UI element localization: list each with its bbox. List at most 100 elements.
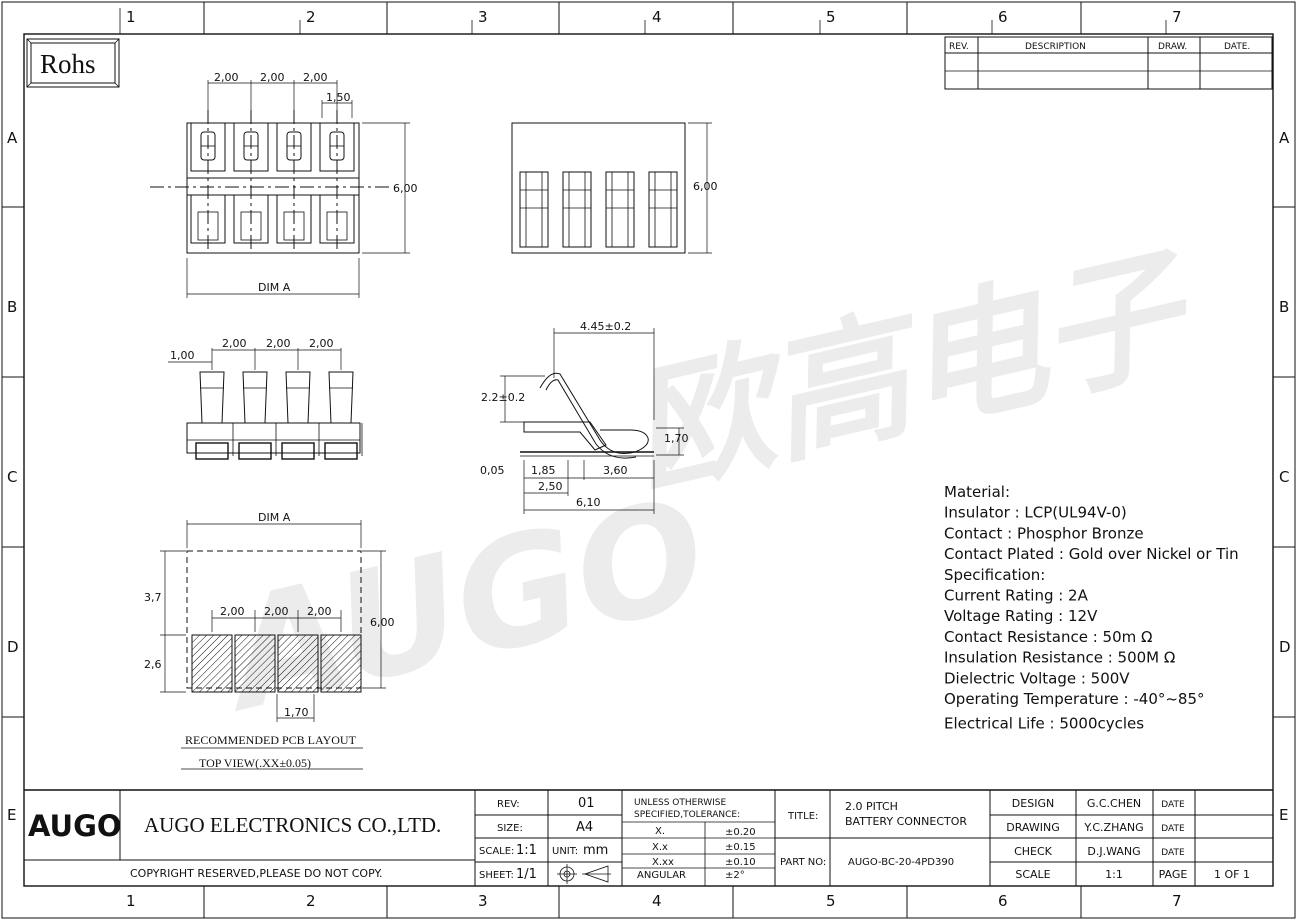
tol-angular-value: ±2° xyxy=(725,870,745,881)
spec-line: Voltage Rating : 12V xyxy=(944,607,1098,625)
top-view-drawing xyxy=(150,80,410,298)
spec-line: Operating Temperature : -40°~85° xyxy=(944,690,1205,708)
col-label-4-bottom: 4 xyxy=(652,892,662,910)
front-pitch-2: 2,00 xyxy=(266,337,291,350)
spec-line: Insulator : LCP(UL94V-0) xyxy=(944,504,1127,522)
spec-line: Current Rating : 2A xyxy=(944,587,1089,605)
spec-line: Insulation Resistance : 500M Ω xyxy=(944,649,1175,667)
sign-cell: G.C.CHEN xyxy=(1087,797,1141,810)
sign-cell: DESIGN xyxy=(1012,797,1054,810)
pcb-height: 6,00 xyxy=(370,616,395,629)
copyright-notice: COPYRIGHT RESERVED,PLEASE DO NOT COPY. xyxy=(130,867,382,880)
part-no-value: AUGO-BC-20-4PD390 xyxy=(848,857,954,868)
top-pitch-1: 2,00 xyxy=(214,71,239,84)
row-label-c-right: C xyxy=(1279,468,1289,486)
company-name: AUGO ELECTRONICS CO.,LTD. xyxy=(144,813,441,837)
row-label-e-right: E xyxy=(1279,806,1288,824)
tol-x-value: ±0.20 xyxy=(725,827,756,838)
col-label-6-bottom: 6 xyxy=(998,892,1008,910)
row-label-b-right: B xyxy=(1279,298,1289,316)
col-label-2: 2 xyxy=(306,8,316,26)
col-label-1: 1 xyxy=(126,8,136,26)
contact-depth: 1,70 xyxy=(664,432,689,445)
pcb-pitch-3: 2,00 xyxy=(307,605,332,618)
contact-length: 4.45±0.2 xyxy=(580,320,631,333)
size-label: SIZE: xyxy=(497,823,523,834)
contact-height: 2.2±0.2 xyxy=(481,391,525,404)
row-label-a-right: A xyxy=(1279,129,1290,147)
front-pitch-3: 2,00 xyxy=(309,337,334,350)
title-block xyxy=(24,789,1273,886)
top-slot-width: 1,50 xyxy=(326,91,351,104)
sign-cell: Y.C.ZHANG xyxy=(1083,821,1143,834)
front-view-drawing xyxy=(168,348,363,460)
inner-border xyxy=(23,33,1274,887)
front-pitch-1: 2,00 xyxy=(222,337,247,350)
sign-cell: DATE xyxy=(1161,848,1185,858)
pcb-pitch-1: 2,00 xyxy=(220,605,245,618)
spec-block: Material:Insulator : LCP(UL94V-0)Contact… xyxy=(944,483,1239,733)
title-line-2: BATTERY CONNECTOR xyxy=(845,815,967,828)
top-height: 6,00 xyxy=(393,182,418,195)
title-label: TITLE: xyxy=(787,811,818,822)
col-label-4: 4 xyxy=(652,8,662,26)
row-label-e: E xyxy=(7,806,16,824)
side-view-drawing xyxy=(511,122,712,254)
top-pitch-3: 2,00 xyxy=(303,71,328,84)
title-line-1: 2.0 PITCH xyxy=(845,800,898,813)
contact-d3: 2,50 xyxy=(538,480,563,493)
sheet-label: SHEET: xyxy=(479,870,514,881)
spec-line: Contact : Phosphor Bronze xyxy=(944,524,1144,542)
tolerance-header-2: SPECIFIED,TOLERANCE: xyxy=(634,810,740,820)
top-dim-a: DIM A xyxy=(258,281,291,294)
tol-angular-label: ANGULAR xyxy=(637,870,686,881)
description-header: DESCRIPTION xyxy=(1025,42,1086,52)
col-label-5: 5 xyxy=(826,8,836,26)
spec-line: Contact Plated : Gold over Nickel or Tin xyxy=(944,545,1239,563)
pcb-h1: 3,7 xyxy=(144,591,162,604)
pcb-pad-width: 1,70 xyxy=(284,706,309,719)
contact-drawing xyxy=(500,328,684,514)
rohs-stamp: Rohs xyxy=(26,38,120,88)
tol-xx-label: X.x xyxy=(652,842,668,853)
row-label-d: D xyxy=(7,638,19,656)
pcb-h2: 2,6 xyxy=(144,658,162,671)
part-no-label: PART NO: xyxy=(780,857,826,868)
col-label-3-bottom: 3 xyxy=(478,892,488,910)
tol-xx-value: ±0.15 xyxy=(725,842,756,853)
revision-table: REV. DESCRIPTION DRAW. DATE. xyxy=(944,36,1273,90)
col-label-5-bottom: 5 xyxy=(826,892,836,910)
col-label-3: 3 xyxy=(478,8,488,26)
scale-label: SCALE: xyxy=(479,846,514,857)
front-offset: 1,00 xyxy=(170,349,195,362)
spec-line: Electrical Life : 5000cycles xyxy=(944,715,1144,733)
contact-thickness: 0,05 xyxy=(480,464,505,477)
sign-cell: CHECK xyxy=(1014,845,1053,858)
top-pitch-2: 2,00 xyxy=(260,71,285,84)
spec-line: Specification: xyxy=(944,566,1045,584)
sign-cell: 1:1 xyxy=(1105,868,1123,881)
pcb-pitch-2: 2,00 xyxy=(264,605,289,618)
col-label-7-bottom: 7 xyxy=(1172,892,1182,910)
row-label-c: C xyxy=(7,468,17,486)
col-label-7: 7 xyxy=(1172,8,1182,26)
pcb-dim-a: DIM A xyxy=(258,511,291,524)
sheet-value: 1/1 xyxy=(516,867,537,882)
rev-value: 01 xyxy=(578,796,595,811)
draw-header: DRAW. xyxy=(1158,42,1187,52)
contact-d2: 3,60 xyxy=(603,464,628,477)
rev-header: REV. xyxy=(949,42,969,52)
col-label-6: 6 xyxy=(998,8,1008,26)
tolerance-header-1: UNLESS OTHERWISE xyxy=(634,798,726,808)
tol-xxx-value: ±0.10 xyxy=(725,857,756,868)
svg-text:欧高电子: 欧高电子 xyxy=(615,229,1209,516)
sign-cell: D.J.WANG xyxy=(1087,845,1140,858)
sign-cell: DATE xyxy=(1161,800,1185,810)
sign-cell: SCALE xyxy=(1015,868,1050,881)
company-logo: AUGO xyxy=(28,809,122,843)
scale-value: 1:1 xyxy=(516,843,537,858)
